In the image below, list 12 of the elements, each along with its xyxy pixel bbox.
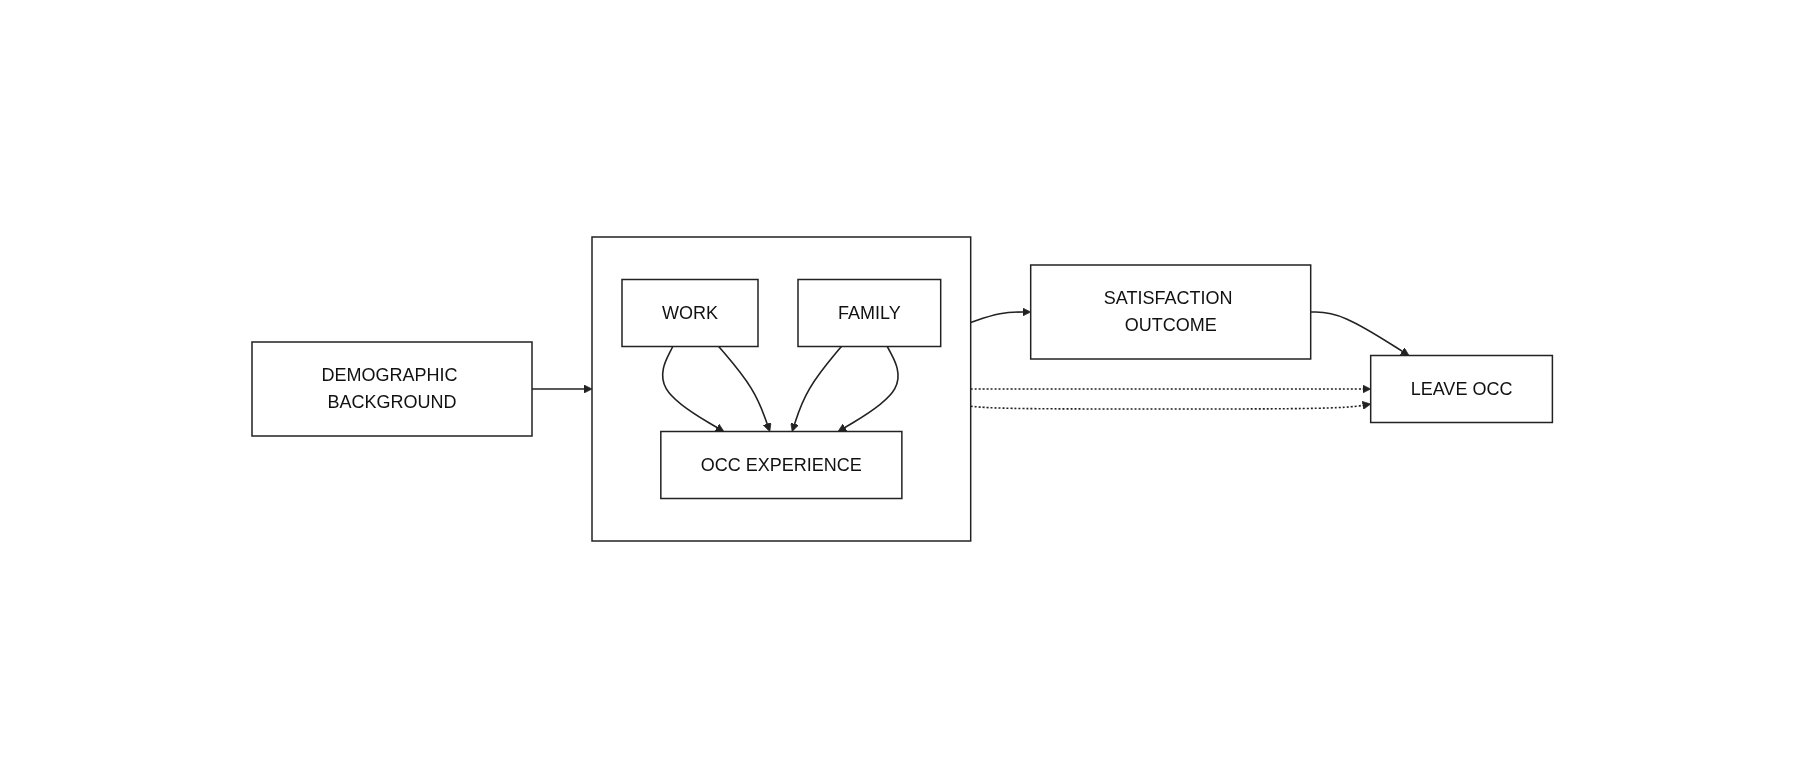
node-box: OCC EXPERIENCE (660, 430, 903, 500)
node-box: WORK (621, 278, 760, 348)
node-box: DEMOGRAPHIC BACKGROUND (251, 341, 534, 437)
arrow (837, 345, 900, 432)
arrow (1310, 311, 1410, 356)
arrow (718, 345, 772, 432)
arrow (790, 345, 843, 432)
node-box: SATISFACTION OUTCOME (1030, 264, 1312, 360)
cluster (591, 236, 972, 542)
node-box: FAMILY (797, 278, 942, 348)
arrow (662, 345, 725, 432)
node-box: LEAVE OCC (1370, 354, 1554, 424)
